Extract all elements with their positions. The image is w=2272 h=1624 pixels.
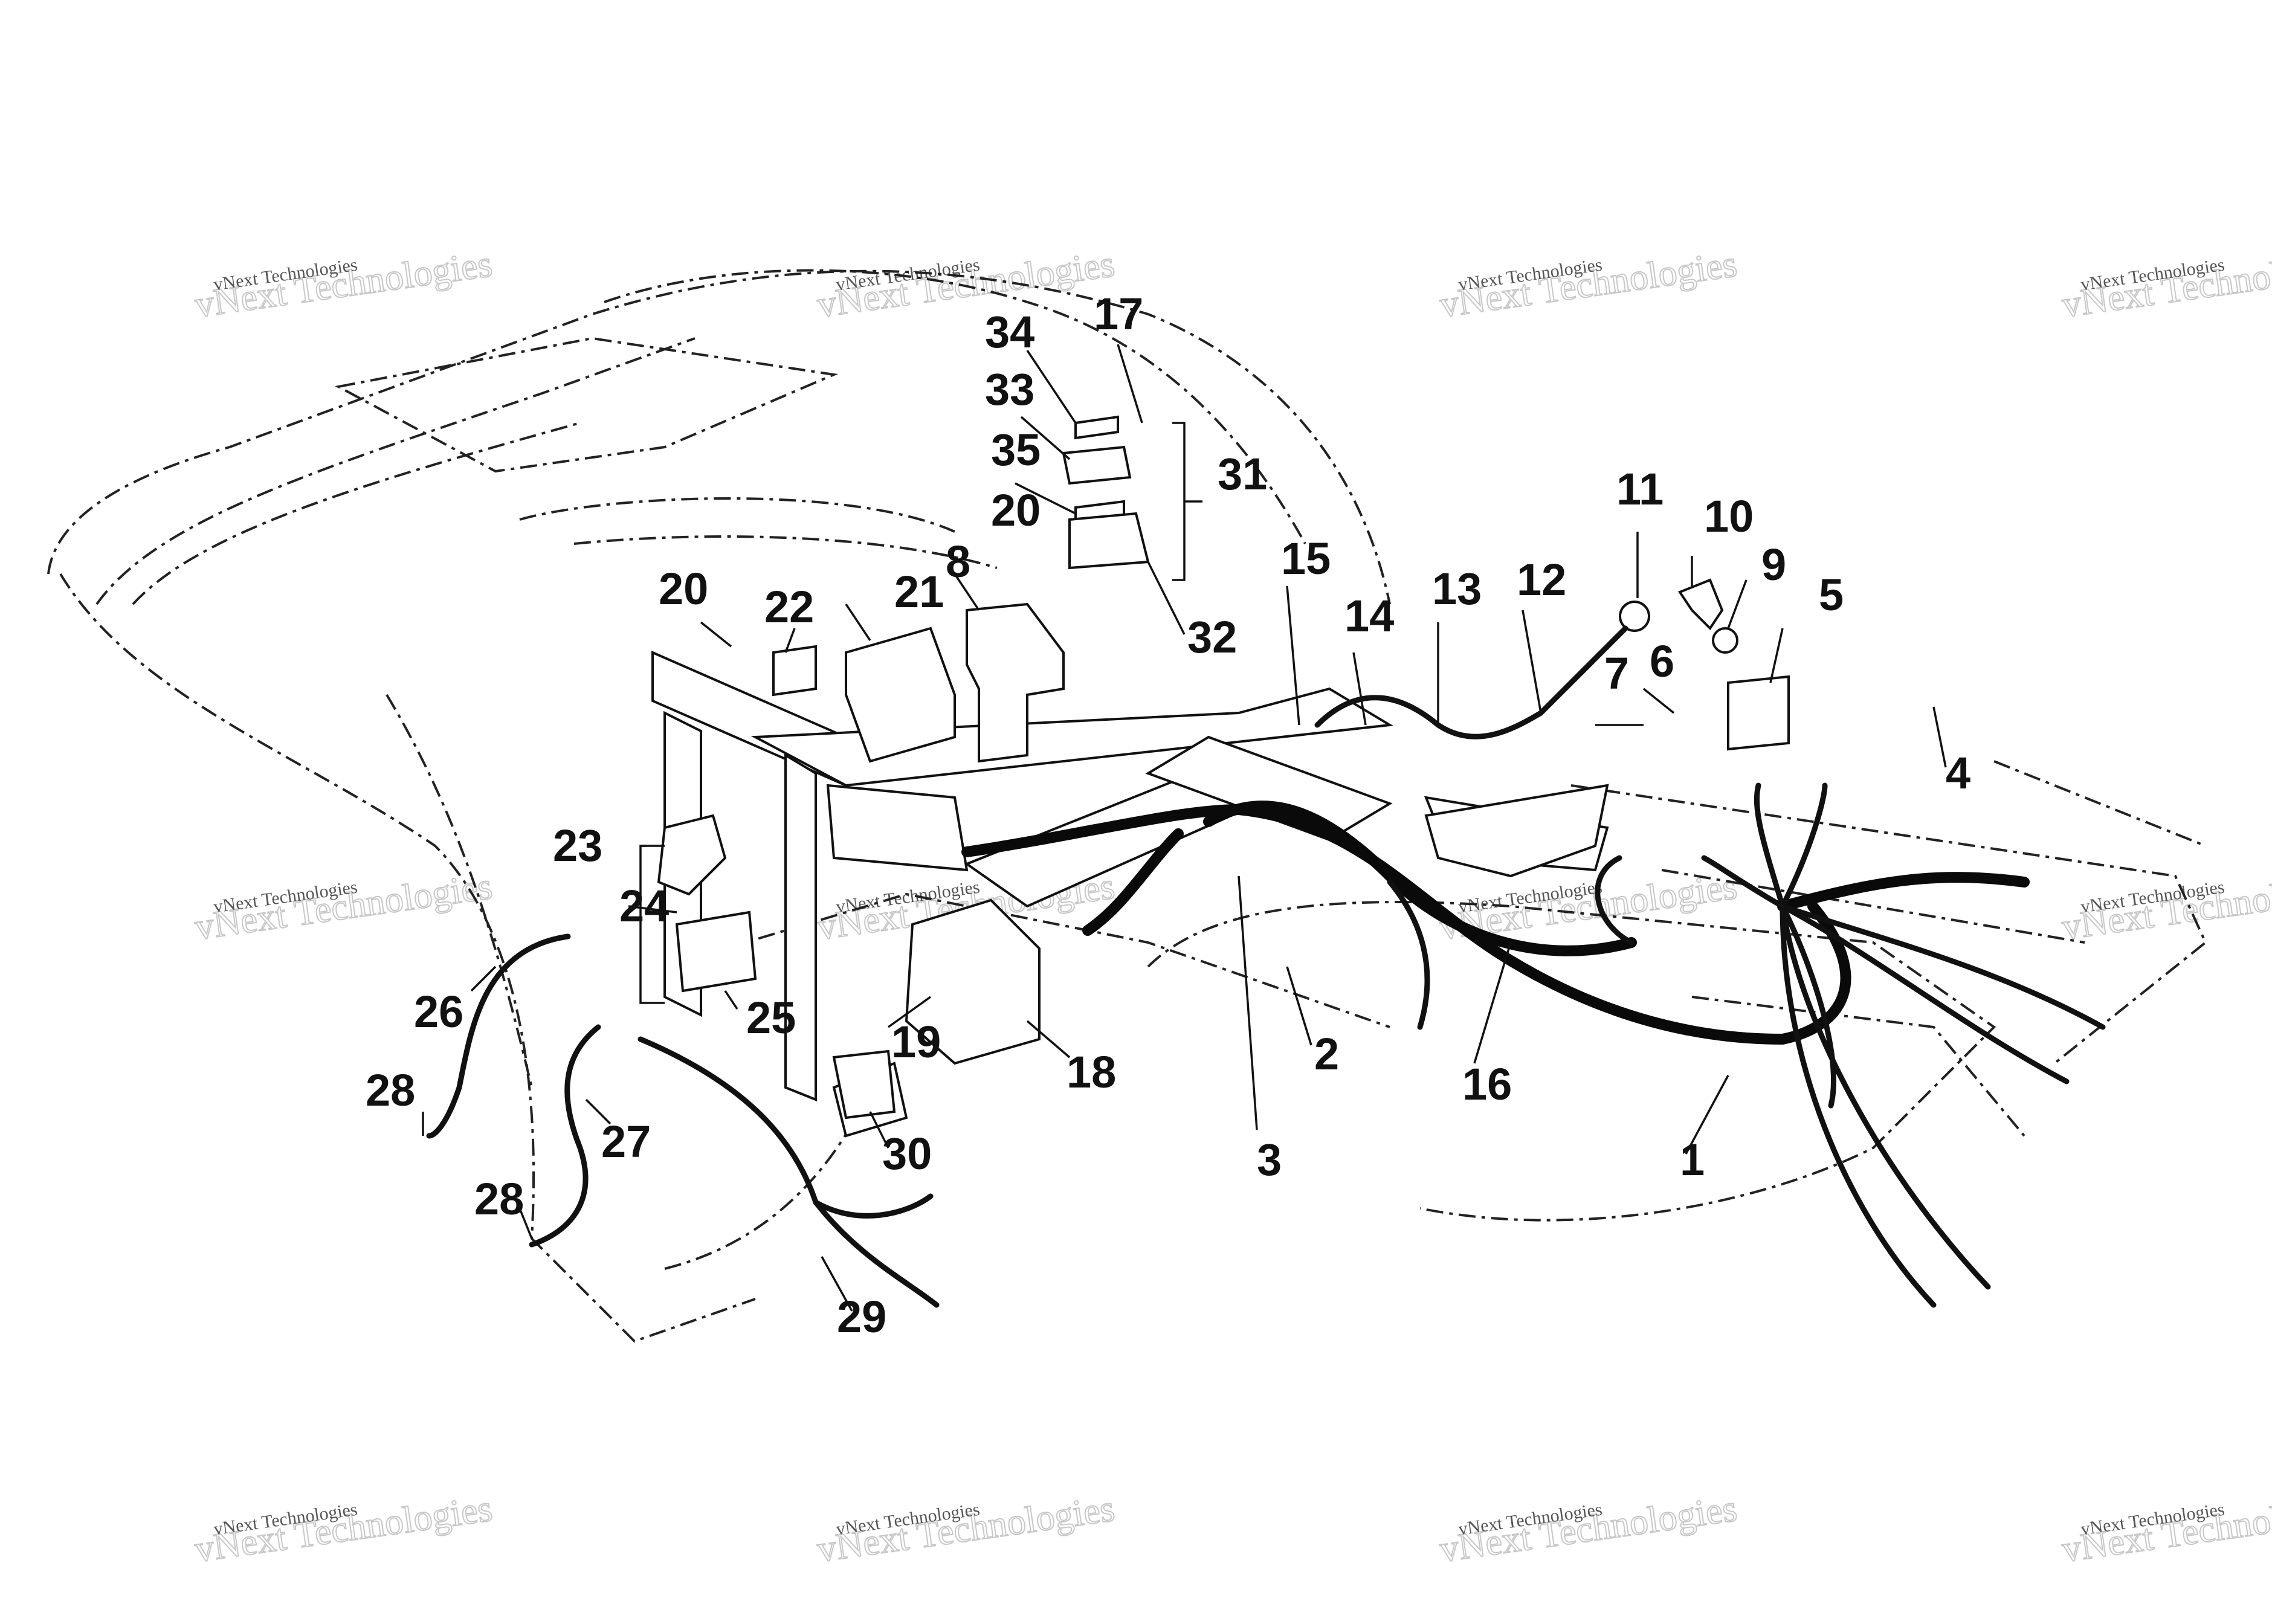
callout-30: 30 — [882, 1129, 932, 1179]
part-10-elbow — [1677, 578, 1724, 631]
callout-5: 5 — [1819, 570, 1844, 620]
callout-7: 7 — [1604, 648, 1629, 698]
cable-26 — [426, 933, 571, 1139]
callout-32: 32 — [1187, 612, 1237, 662]
callout-29: 29 — [837, 1292, 886, 1342]
callout-14: 14 — [1344, 591, 1394, 641]
callout-16: 16 — [1462, 1059, 1512, 1109]
callout-13: 13 — [1432, 564, 1482, 614]
part-32-bracket — [1068, 512, 1150, 570]
callout-18: 18 — [1067, 1047, 1116, 1097]
frame-structure — [651, 650, 1609, 1138]
callout-11: 11 — [1616, 464, 1664, 514]
callout-28: 28 — [474, 1174, 524, 1224]
callout-21: 21 — [894, 567, 944, 617]
cable-27 — [529, 1024, 601, 1248]
callout-17: 17 — [1094, 289, 1143, 339]
part-34-cover — [1074, 415, 1119, 440]
part-5-socket — [1727, 675, 1790, 751]
callout-6: 6 — [1650, 636, 1674, 686]
callout-20: 20 — [659, 564, 708, 614]
vehicle-body-outline — [47, 269, 2207, 1343]
callout-19: 19 — [891, 1017, 941, 1067]
part-18-regulator — [905, 898, 1041, 1065]
callout-2: 2 — [1314, 1029, 1339, 1079]
part-25-relay — [675, 910, 757, 993]
callout-33: 33 — [985, 364, 1034, 414]
part-30-plate — [832, 1049, 896, 1120]
cable-29a — [637, 1036, 934, 1219]
part-23-cover — [657, 814, 727, 896]
callout-20: 20 — [991, 485, 1041, 535]
callout-25: 25 — [746, 993, 796, 1043]
leader-lines — [422, 344, 1947, 1312]
part-13-tray — [1424, 784, 1609, 878]
callout-10: 10 — [1704, 491, 1754, 541]
part-9-ring — [1712, 627, 1738, 654]
part-11-grommet — [1619, 601, 1650, 632]
callout-12: 12 — [1517, 555, 1566, 605]
callout-23: 23 — [553, 820, 602, 871]
callout-3: 3 — [1257, 1135, 1282, 1185]
wiring-harness — [426, 625, 2106, 1308]
part-33-relay — [1062, 445, 1132, 485]
callout-26: 26 — [414, 987, 463, 1037]
part-21-module — [845, 627, 956, 763]
callout-22: 22 — [764, 582, 814, 632]
cable-29b — [813, 1199, 940, 1308]
callout-15: 15 — [1281, 533, 1331, 584]
callout-24: 24 — [619, 881, 669, 931]
callout-9: 9 — [1761, 540, 1786, 590]
callout-8: 8 — [946, 536, 970, 587]
callout-35: 35 — [991, 425, 1041, 475]
components — [657, 415, 1790, 1120]
callout-4: 4 — [1946, 748, 1970, 798]
callout-28: 28 — [366, 1065, 415, 1115]
part-22-connector — [772, 645, 817, 697]
callout-31: 31 — [1218, 449, 1267, 499]
callout-1: 1 — [1680, 1135, 1705, 1185]
callout-27: 27 — [601, 1116, 651, 1167]
callout-34: 34 — [985, 307, 1034, 357]
part-8-bracket — [966, 602, 1065, 763]
